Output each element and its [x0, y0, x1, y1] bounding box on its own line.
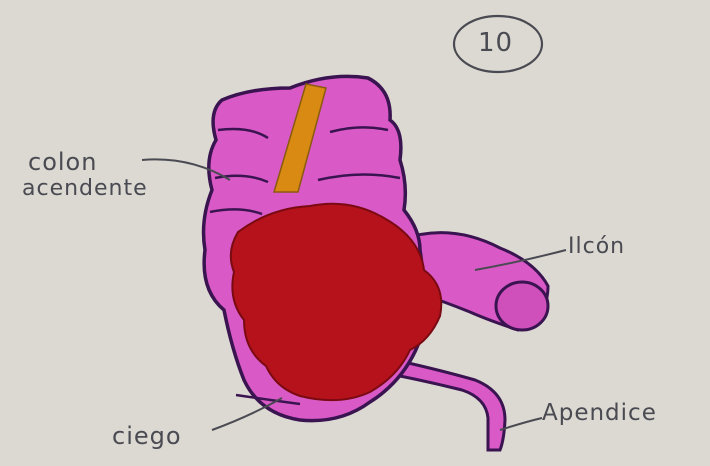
label-colon-line2: acendente	[22, 178, 148, 200]
label-ciego: ciego	[112, 424, 182, 448]
page-number: 10	[478, 30, 513, 56]
label-colon-line1: colon	[28, 150, 97, 174]
ileon-opening	[496, 282, 548, 330]
label-apendice: Apendice	[542, 402, 657, 425]
label-ileon: Ilcón	[568, 236, 625, 258]
